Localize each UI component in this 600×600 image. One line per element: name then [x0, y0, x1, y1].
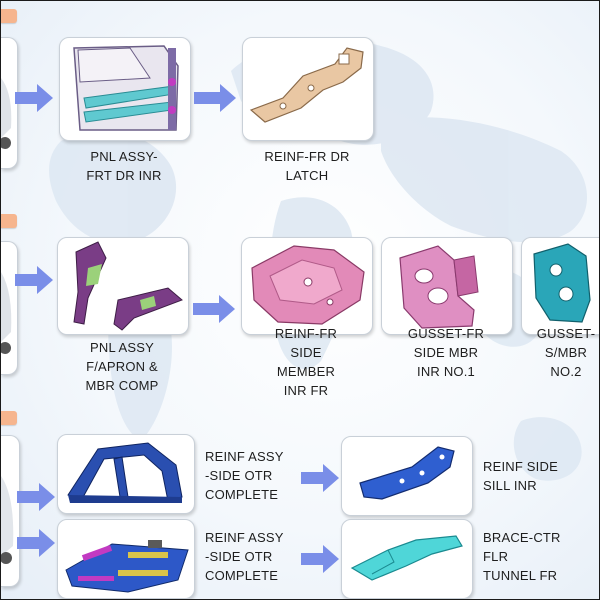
card-latch-reinforcement	[242, 37, 374, 141]
card-side-outer-frame	[57, 434, 195, 514]
card-floor-assembly	[57, 519, 195, 599]
section-tab-1	[1, 9, 17, 23]
arrow-row3-a	[17, 483, 55, 511]
side-outer-frame-image	[67, 442, 183, 503]
label-gusset-no2: GUSSET- S/MBR NO.2	[536, 326, 596, 379]
latch-reinforcement-image	[249, 47, 364, 123]
vehicle-image-2	[1, 241, 18, 375]
card-apron-member	[57, 237, 189, 335]
door-inner-panel-image	[73, 45, 179, 131]
card-sill-inner	[341, 436, 473, 516]
arrow-row1-a	[15, 84, 53, 112]
label-apron-member: PNL ASSY F/APRON & MBR COMP	[85, 340, 159, 393]
side-member-reinf-image	[251, 245, 365, 325]
section-tab-3	[1, 411, 17, 425]
vehicle-image-3	[1, 435, 20, 587]
arrow-row1-b	[194, 84, 236, 112]
card-gusset-no1	[381, 237, 513, 335]
label-gusset-no1: GUSSET-FR SIDE MBR INR NO.1	[407, 326, 485, 379]
card-side-member-reinf	[241, 237, 373, 335]
label-floor-assembly: REINF ASSY -SIDE OTR COMPLETE	[205, 530, 284, 583]
label-side-outer-frame: REINF ASSY -SIDE OTR COMPLETE	[205, 449, 284, 502]
card-tunnel-brace	[341, 519, 473, 599]
arrow-row3-b	[301, 464, 339, 492]
label-side-member-reinf: REINF-FR SIDE MEMBER INR FR	[274, 326, 338, 398]
arrow-row4-a	[17, 529, 55, 557]
apron-member-image	[73, 241, 183, 331]
label-tunnel-brace: BRACE-CTR FLR TUNNEL FR	[483, 530, 561, 583]
card-gusset-no2	[521, 237, 599, 335]
arrow-row2-b	[193, 295, 235, 323]
arrow-row2-a	[15, 266, 53, 294]
tunnel-brace-image	[350, 535, 463, 581]
gusset-no1-image	[399, 245, 479, 329]
sill-inner-image	[359, 446, 455, 500]
label-door-inner-panel: PNL ASSY- FRT DR INR	[86, 149, 162, 183]
label-sill-inner: REINF SIDE SILL INR	[483, 459, 558, 493]
floor-assembly-image	[65, 540, 189, 593]
label-latch-reinforcement: REINF-FR DR LATCH	[264, 149, 350, 183]
arrow-row4-b	[301, 545, 339, 573]
section-tab-2	[1, 214, 17, 228]
card-door-inner-panel	[59, 37, 191, 141]
gusset-no2-image	[533, 243, 591, 323]
